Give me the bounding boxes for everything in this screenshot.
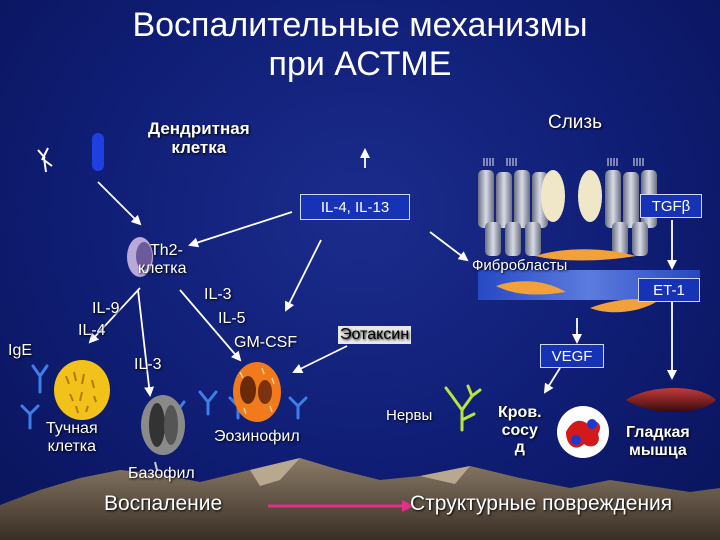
smooth-muscle-label: Гладкая мышца: [626, 424, 690, 459]
title-line-1: Воспалительные механизмы: [132, 6, 588, 44]
dendritic-label-line-1: Дендритная: [148, 119, 250, 138]
mast-label-line-2: клетка: [47, 437, 97, 455]
title-line-2: при АСТМЕ: [268, 45, 452, 84]
dendritic-cell-icon: [37, 147, 53, 173]
eotaxin-label: Эотаксин: [338, 326, 412, 344]
structural-damage-label: Структурные повреждения: [410, 492, 673, 515]
tgf-box: TGFβ: [640, 194, 702, 218]
dendritic-cell-label: Дендритная клетка: [148, 119, 250, 157]
goblet-cells: [541, 170, 602, 222]
gmcsf-label: GM-CSF: [234, 334, 298, 351]
nerves-label: Нервы: [386, 407, 433, 424]
eosinophil-label: Эозинофил: [214, 428, 300, 445]
fibroblast-cells: [496, 249, 656, 313]
th2-cell-label: Th2- клетка: [138, 242, 186, 277]
il4-label: IL-4: [78, 322, 106, 339]
dendritic-label-line-2: клетка: [171, 137, 227, 157]
basophil-label: Базофил: [128, 465, 195, 482]
epithelium-left: [478, 170, 548, 256]
fibroblasts-label: Фибробласты: [472, 257, 568, 274]
mountain-landscape: [0, 458, 720, 540]
th2-label-line-1: Th2-: [150, 242, 183, 259]
cilia: [483, 158, 644, 166]
basophil-cell-icon: [141, 395, 185, 471]
mast-cell-label: Тучная клетка: [46, 420, 98, 455]
arrows: [88, 148, 677, 397]
il4-il13-box: IL-4, IL-13: [300, 194, 410, 220]
th2-cell-icon: [127, 237, 153, 277]
il5-label: IL-5: [218, 310, 246, 327]
et1-box: ET-1: [638, 278, 700, 302]
vessel-label-line-1: Кров.: [498, 404, 542, 421]
il9-label: IL-9: [92, 300, 120, 317]
page-title: Воспалительные механизмы при АСТМЕ: [0, 6, 720, 84]
th2-label-line-2: клетка: [138, 259, 187, 277]
vessel-label-line-2: сосу: [501, 421, 538, 439]
blood-vessel-label: Кров. сосу д: [498, 404, 542, 457]
blood-vessel-icon: [557, 406, 609, 458]
smooth-label-line-2: мышца: [628, 441, 687, 459]
ige-label: IgE: [8, 342, 33, 359]
nerve-icon: [444, 384, 482, 432]
mucus-label: Слизь: [548, 112, 603, 133]
dendritic-cell-shape: [92, 133, 104, 171]
il3-left-label: IL-3: [134, 356, 162, 373]
vessel-label-line-3: д: [514, 439, 525, 457]
il3-top-label: IL-3: [204, 286, 232, 303]
smooth-muscle-icon: [626, 388, 716, 412]
mast-label-line-1: Тучная: [46, 420, 98, 437]
mast-cell-icon: [54, 360, 110, 420]
vegf-box: VEGF: [540, 344, 604, 368]
eosinophil-cell-icon: [233, 362, 281, 422]
inflammation-label: Воспаление: [104, 492, 223, 515]
smooth-label-line-1: Гладкая: [626, 424, 690, 441]
